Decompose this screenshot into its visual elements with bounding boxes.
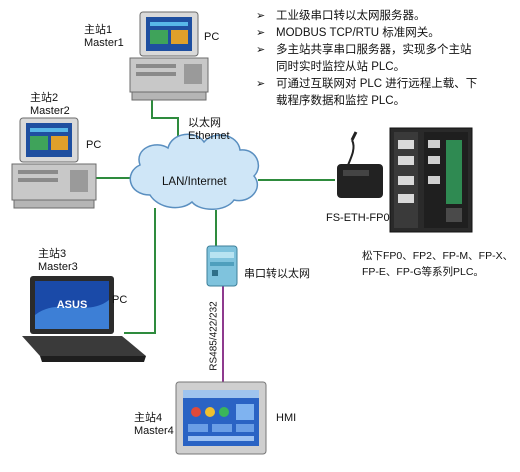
master2-type: PC [86,139,102,151]
plc-line2: FP-E、FP-G等系列PLC。 [362,266,484,278]
converter-label: 串口转以太网 [244,268,310,280]
master4-label: 主站4 Master4 [134,412,174,438]
master2-cn: 主站2 [30,92,59,104]
ethernet-en: Ethernet [188,130,230,142]
svg-text:ASUS: ASUS [57,299,88,311]
ethernet-label: 以太网 Ethernet [188,117,230,143]
master3-label: 主站3 Master3 [38,248,78,274]
cloud-label: LAN/Internet [162,176,227,188]
plc-description: 松下FP0、FP2、FP-M、FP-X、 FP-E、FP-G等系列PLC。 [362,248,513,280]
feature-item: ➢ 工业级串口转以太网服务器。 [254,8,516,25]
ethernet-links [96,100,335,334]
feature-item: ➢ MODBUS TCP/RTU 标准网关。 [254,25,516,42]
hmi-panel-icon [175,381,267,455]
feature-line1: 工业级串口转以太网服务器。 [276,10,426,22]
bullet-arrow-icon: ➢ [256,78,266,90]
master1-cn: 主站1 [84,24,113,36]
feature-line1: 多主站共享串口服务器，实现多个主站 [276,44,472,56]
serial-ethernet-converter-icon [206,245,238,287]
cloud-icon [129,133,260,210]
feature-item: ➢ 可通过互联网对 PLC 进行远程上载、下 载程序数据和监控 PLC。 [254,76,516,110]
master3-link [124,208,156,334]
desktop-pc-icon [11,117,97,209]
master3-en: Master3 [38,261,78,273]
feature-line2: 同时实时监控从站 PLC。 [276,61,406,73]
master2-en: Master2 [30,105,70,117]
bullet-arrow-icon: ➢ [256,27,266,39]
master1-label: 主站1 Master1 [84,24,124,50]
plc-line1: 松下FP0、FP2、FP-M、FP-X、 [362,250,514,262]
feature-line1: MODBUS TCP/RTU 标准网关。 [276,27,440,39]
feature-list: ➢ 工业级串口转以太网服务器。 ➢ MODBUS TCP/RTU 标准网关。 ➢… [254,8,516,110]
fs-eth-fp0-module-icon [337,131,383,198]
laptop-icon: ASUS [22,276,146,362]
fs-module-label: FS-ETH-FP0 [326,212,390,224]
master4-cn: 主站4 [134,412,163,424]
serial-link-label: RS485/422/232 [208,301,220,371]
plc-icon [389,127,473,233]
master1-en: Master1 [84,37,124,49]
master4-type: HMI [276,412,297,424]
feature-line1: 可通过互联网对 PLC 进行远程上载、下 [276,78,478,90]
bullet-arrow-icon: ➢ [256,10,266,22]
ethernet-cn: 以太网 [188,117,221,129]
bullet-arrow-icon: ➢ [256,44,266,56]
master3-type: PC [112,294,128,306]
feature-item: ➢ 多主站共享串口服务器，实现多个主站 同时实时监控从站 PLC。 [254,42,516,76]
master2-label: 主站2 Master2 [30,92,70,118]
master3-cn: 主站3 [38,248,67,260]
master1-type: PC [204,31,220,43]
master1-link [151,100,179,150]
desktop-pc-icon [129,11,209,101]
feature-line2: 载程序数据和监控 PLC。 [276,95,406,107]
master4-en: Master4 [134,425,174,437]
